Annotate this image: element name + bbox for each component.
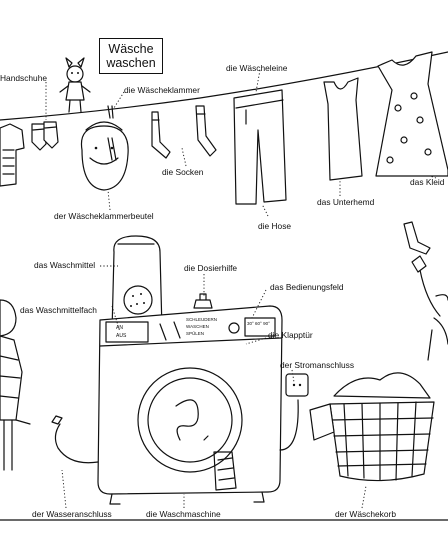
title-line-1: Wäsche bbox=[108, 42, 154, 56]
panel-aus: AUS bbox=[116, 333, 127, 339]
panel-option-2: WASCHEN bbox=[186, 324, 209, 329]
gloves-icon bbox=[31, 121, 59, 151]
laundry-basket-icon bbox=[309, 372, 435, 482]
dosing-cap-icon bbox=[193, 293, 213, 309]
socks-icon bbox=[151, 105, 217, 159]
panel-option-3: SPÜLEN bbox=[186, 331, 205, 336]
washing-machine-icon bbox=[97, 305, 283, 505]
power-socket-icon bbox=[279, 373, 309, 451]
label-waescheklammer: die Wäscheklammer bbox=[124, 85, 200, 95]
label-unterhemd: das Unterhemd bbox=[317, 197, 375, 207]
label-stromanschluss: der Stromanschluss bbox=[280, 360, 355, 370]
water-hose-icon bbox=[51, 415, 99, 464]
label-wasseranschluss: der Wasseranschluss bbox=[32, 509, 112, 519]
page-title: Wäsche waschen bbox=[99, 38, 163, 74]
label-waescheleine: die Wäscheleine bbox=[226, 63, 288, 73]
panel-temperature: 30° 60° 90° bbox=[247, 321, 270, 326]
panel-an: AN bbox=[116, 325, 123, 331]
title-line-2: waschen bbox=[106, 56, 156, 70]
detergent-bottle-icon bbox=[111, 235, 163, 333]
label-waschmaschine: die Waschmaschine bbox=[146, 509, 221, 519]
dress-icon bbox=[375, 51, 448, 177]
label-dosierhilfe: die Dosierhilfe bbox=[184, 263, 238, 273]
label-socken: die Socken bbox=[162, 167, 204, 177]
label-bedienungsfeld: das Bedienungsfeld bbox=[270, 282, 344, 292]
label-handschuhe: Handschuhe bbox=[0, 73, 48, 83]
waving-child-icon bbox=[411, 255, 448, 361]
clothespin-icon bbox=[107, 105, 114, 119]
child-figure-icon bbox=[0, 299, 31, 471]
label-waescheklammerbeutel: der Wäscheklammerbeutel bbox=[54, 211, 154, 221]
label-hose: die Hose bbox=[258, 221, 292, 231]
label-klapptuer: die Klapptür bbox=[268, 330, 313, 340]
label-waeschekorb: der Wäschekorb bbox=[335, 509, 396, 519]
label-waschmittelfach: das Waschmittelfach bbox=[20, 305, 97, 315]
rabbit-toy-icon bbox=[59, 57, 91, 113]
loose-sock-icon bbox=[403, 221, 431, 255]
panel-option-1: SCHLEUDERN bbox=[186, 317, 218, 322]
clothespin-bag-icon bbox=[80, 121, 129, 191]
clothesline bbox=[0, 51, 448, 121]
shirt-icon bbox=[0, 123, 25, 187]
label-kleid: das Kleid bbox=[410, 177, 445, 187]
trousers-icon bbox=[233, 89, 287, 205]
undershirt-icon bbox=[323, 77, 363, 181]
label-waschmittel: das Waschmittel bbox=[34, 260, 96, 270]
